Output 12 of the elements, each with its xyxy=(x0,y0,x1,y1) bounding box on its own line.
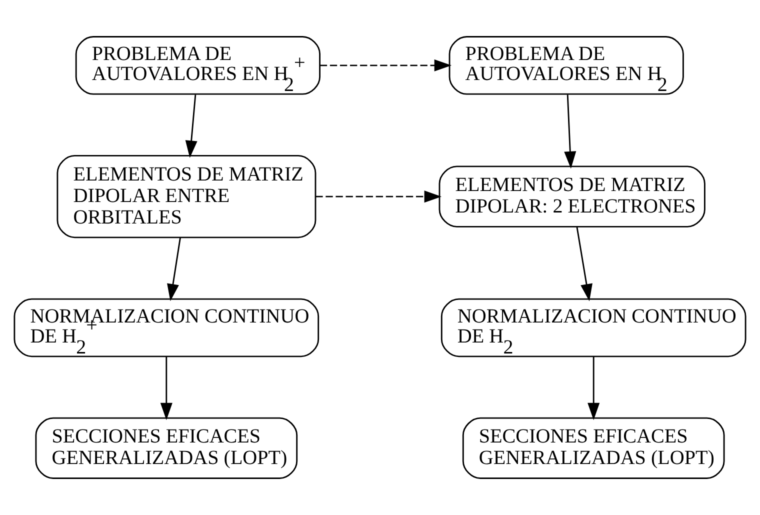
node-box: SECCIONES EFICACES GENERALIZADAS (LOPT) xyxy=(35,417,298,479)
arrow xyxy=(316,190,442,203)
arrow xyxy=(185,94,198,158)
node-box: SECCIONES EFICACES GENERALIZADAS (LOPT) xyxy=(462,417,725,479)
arrow xyxy=(576,227,592,302)
arrow xyxy=(320,59,452,72)
node-box: ELEMENTOS DE MATRIZ DIPOLAR ENTRE ORBITALES xyxy=(56,155,316,238)
arrow xyxy=(588,356,600,420)
arrow xyxy=(564,94,576,169)
arrow xyxy=(167,238,181,302)
arrow xyxy=(160,356,172,420)
node-box: ELEMENTOS DE MATRIZ DIPOLAR: 2 ELECTRONES xyxy=(438,166,706,228)
